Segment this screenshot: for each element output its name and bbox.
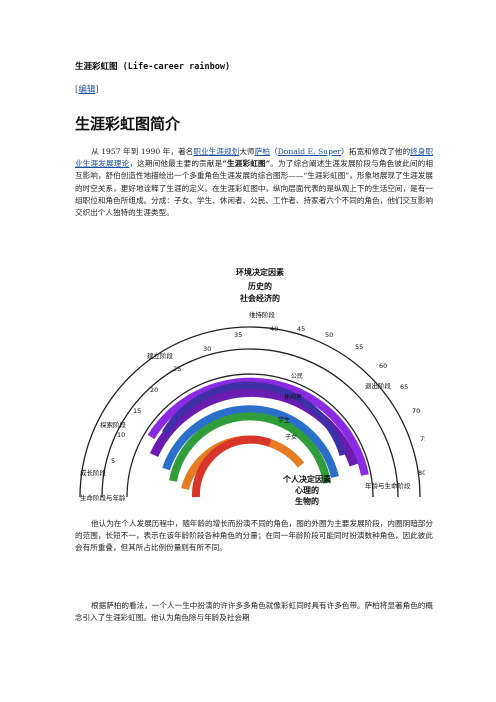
- age-label: 55: [355, 343, 363, 351]
- life-career-rainbow-diagram: 5 10 15 20 25 30 35 40 45 50 55 60 65 70…: [75, 265, 425, 505]
- edit-link[interactable]: 编辑: [78, 85, 96, 95]
- historical-label: 历史的: [248, 281, 272, 291]
- growth-stage-label: 成长阶段: [80, 468, 107, 477]
- student-band: [169, 412, 331, 484]
- age-label: 40: [270, 325, 278, 333]
- age-label: 65: [400, 383, 408, 391]
- leisure-band: [162, 405, 339, 478]
- age-label: 45: [297, 325, 305, 333]
- psychological-label: 心理的: [295, 485, 319, 495]
- age-label: 75: [420, 435, 425, 443]
- student-label: 学生: [278, 416, 290, 424]
- citizen-label: 公民: [291, 373, 303, 380]
- text-run: 他认为在个人发展历程中，随年龄的增长而扮演不同的角色，图的外圈为主要发展阶段，内…: [75, 519, 433, 553]
- rainbow-term: “生涯彩虹图”: [222, 159, 271, 169]
- age-label: 10: [117, 431, 125, 439]
- text-run: 从 1957 年到 1990 年，著名: [91, 147, 194, 156]
- establishment-stage-label: 建立阶段: [147, 351, 174, 360]
- age-label: 80: [418, 469, 425, 477]
- text-run: ，这期间他最主要的贡献是: [129, 159, 223, 169]
- age-label: 15: [133, 407, 141, 415]
- homemaker-label: 持家者: [256, 339, 274, 347]
- outer-arc-3: [126, 373, 374, 498]
- link-donald-super[interactable]: Donald E. Super: [277, 147, 342, 156]
- outer-arc-2: [101, 348, 399, 498]
- child-band-inner: [191, 435, 272, 498]
- birth-age-label: 生命阶段与年龄: [80, 493, 126, 502]
- roles-paragraph: 他认为在个人发展历程中，随年龄的增长而扮演不同的角色，图的外圈为主要发展阶段，内…: [75, 518, 433, 555]
- section-heading: 生涯彩虹图简介: [75, 115, 181, 133]
- link-lifelong-theory[interactable]: 终身职业生涯发展理论: [75, 147, 434, 169]
- leisure-label: 休闲者: [284, 393, 302, 401]
- environment-label: 环境决定因素: [236, 267, 284, 277]
- child-label: 子女: [285, 433, 297, 441]
- homemaker-band: [147, 377, 369, 476]
- decline-stage-label: 退出阶段: [365, 381, 392, 390]
- text-run: （: [270, 147, 278, 156]
- maintenance-stage-label: 维持阶段: [249, 310, 276, 319]
- citizen-band: [161, 381, 347, 457]
- outer-arc: [79, 326, 421, 498]
- link-super-name[interactable]: 萨柏: [254, 147, 271, 156]
- age-label: 35: [234, 331, 242, 339]
- text-run: ）拓宽和修改了他的: [341, 147, 411, 156]
- socioeconomic-label: 社会经济的: [239, 293, 280, 303]
- page-title: 生涯彩虹图 (Life-career rainbow): [75, 62, 231, 72]
- age-label: 70: [412, 407, 420, 415]
- personal-determinants-label: 个人决定因素: [282, 474, 331, 484]
- text-run: 。为了综合阐述生涯发展阶段与角色彼此间的相互影响，舒伯创造性地描绘出一个多重角色…: [75, 159, 433, 218]
- age-label: 60: [379, 362, 387, 370]
- salience-paragraph: 根据萨柏的看法，一个人一生中扮演的许许多多角色就像彩虹同时具有许多色带。萨柏将显…: [75, 600, 433, 624]
- age-label: 25: [173, 365, 181, 373]
- edit-section: [编辑]: [75, 85, 99, 95]
- age-label: 20: [150, 386, 158, 394]
- link-career-planning[interactable]: 职业生涯规划: [193, 147, 240, 156]
- age-label: 50: [325, 331, 333, 339]
- biological-label: 生物的: [295, 496, 319, 505]
- text-run: 根据萨柏的看法，一个人一生中扮演的许许多多角色就像彩虹同时具有许多色带。萨柏将显…: [75, 601, 433, 623]
- worker-label: 工作者: [274, 357, 292, 365]
- exploration-stage-label: 探索阶段: [100, 420, 127, 429]
- age-death-label: 年龄与生命阶段: [365, 481, 411, 490]
- text-run: 大师: [239, 147, 255, 156]
- intro-paragraph: 从 1957 年到 1990 年，著名职业生涯规划大师萨柏（Donald E. …: [75, 146, 433, 219]
- age-label: 30: [203, 345, 211, 353]
- age-label: 5: [111, 457, 115, 465]
